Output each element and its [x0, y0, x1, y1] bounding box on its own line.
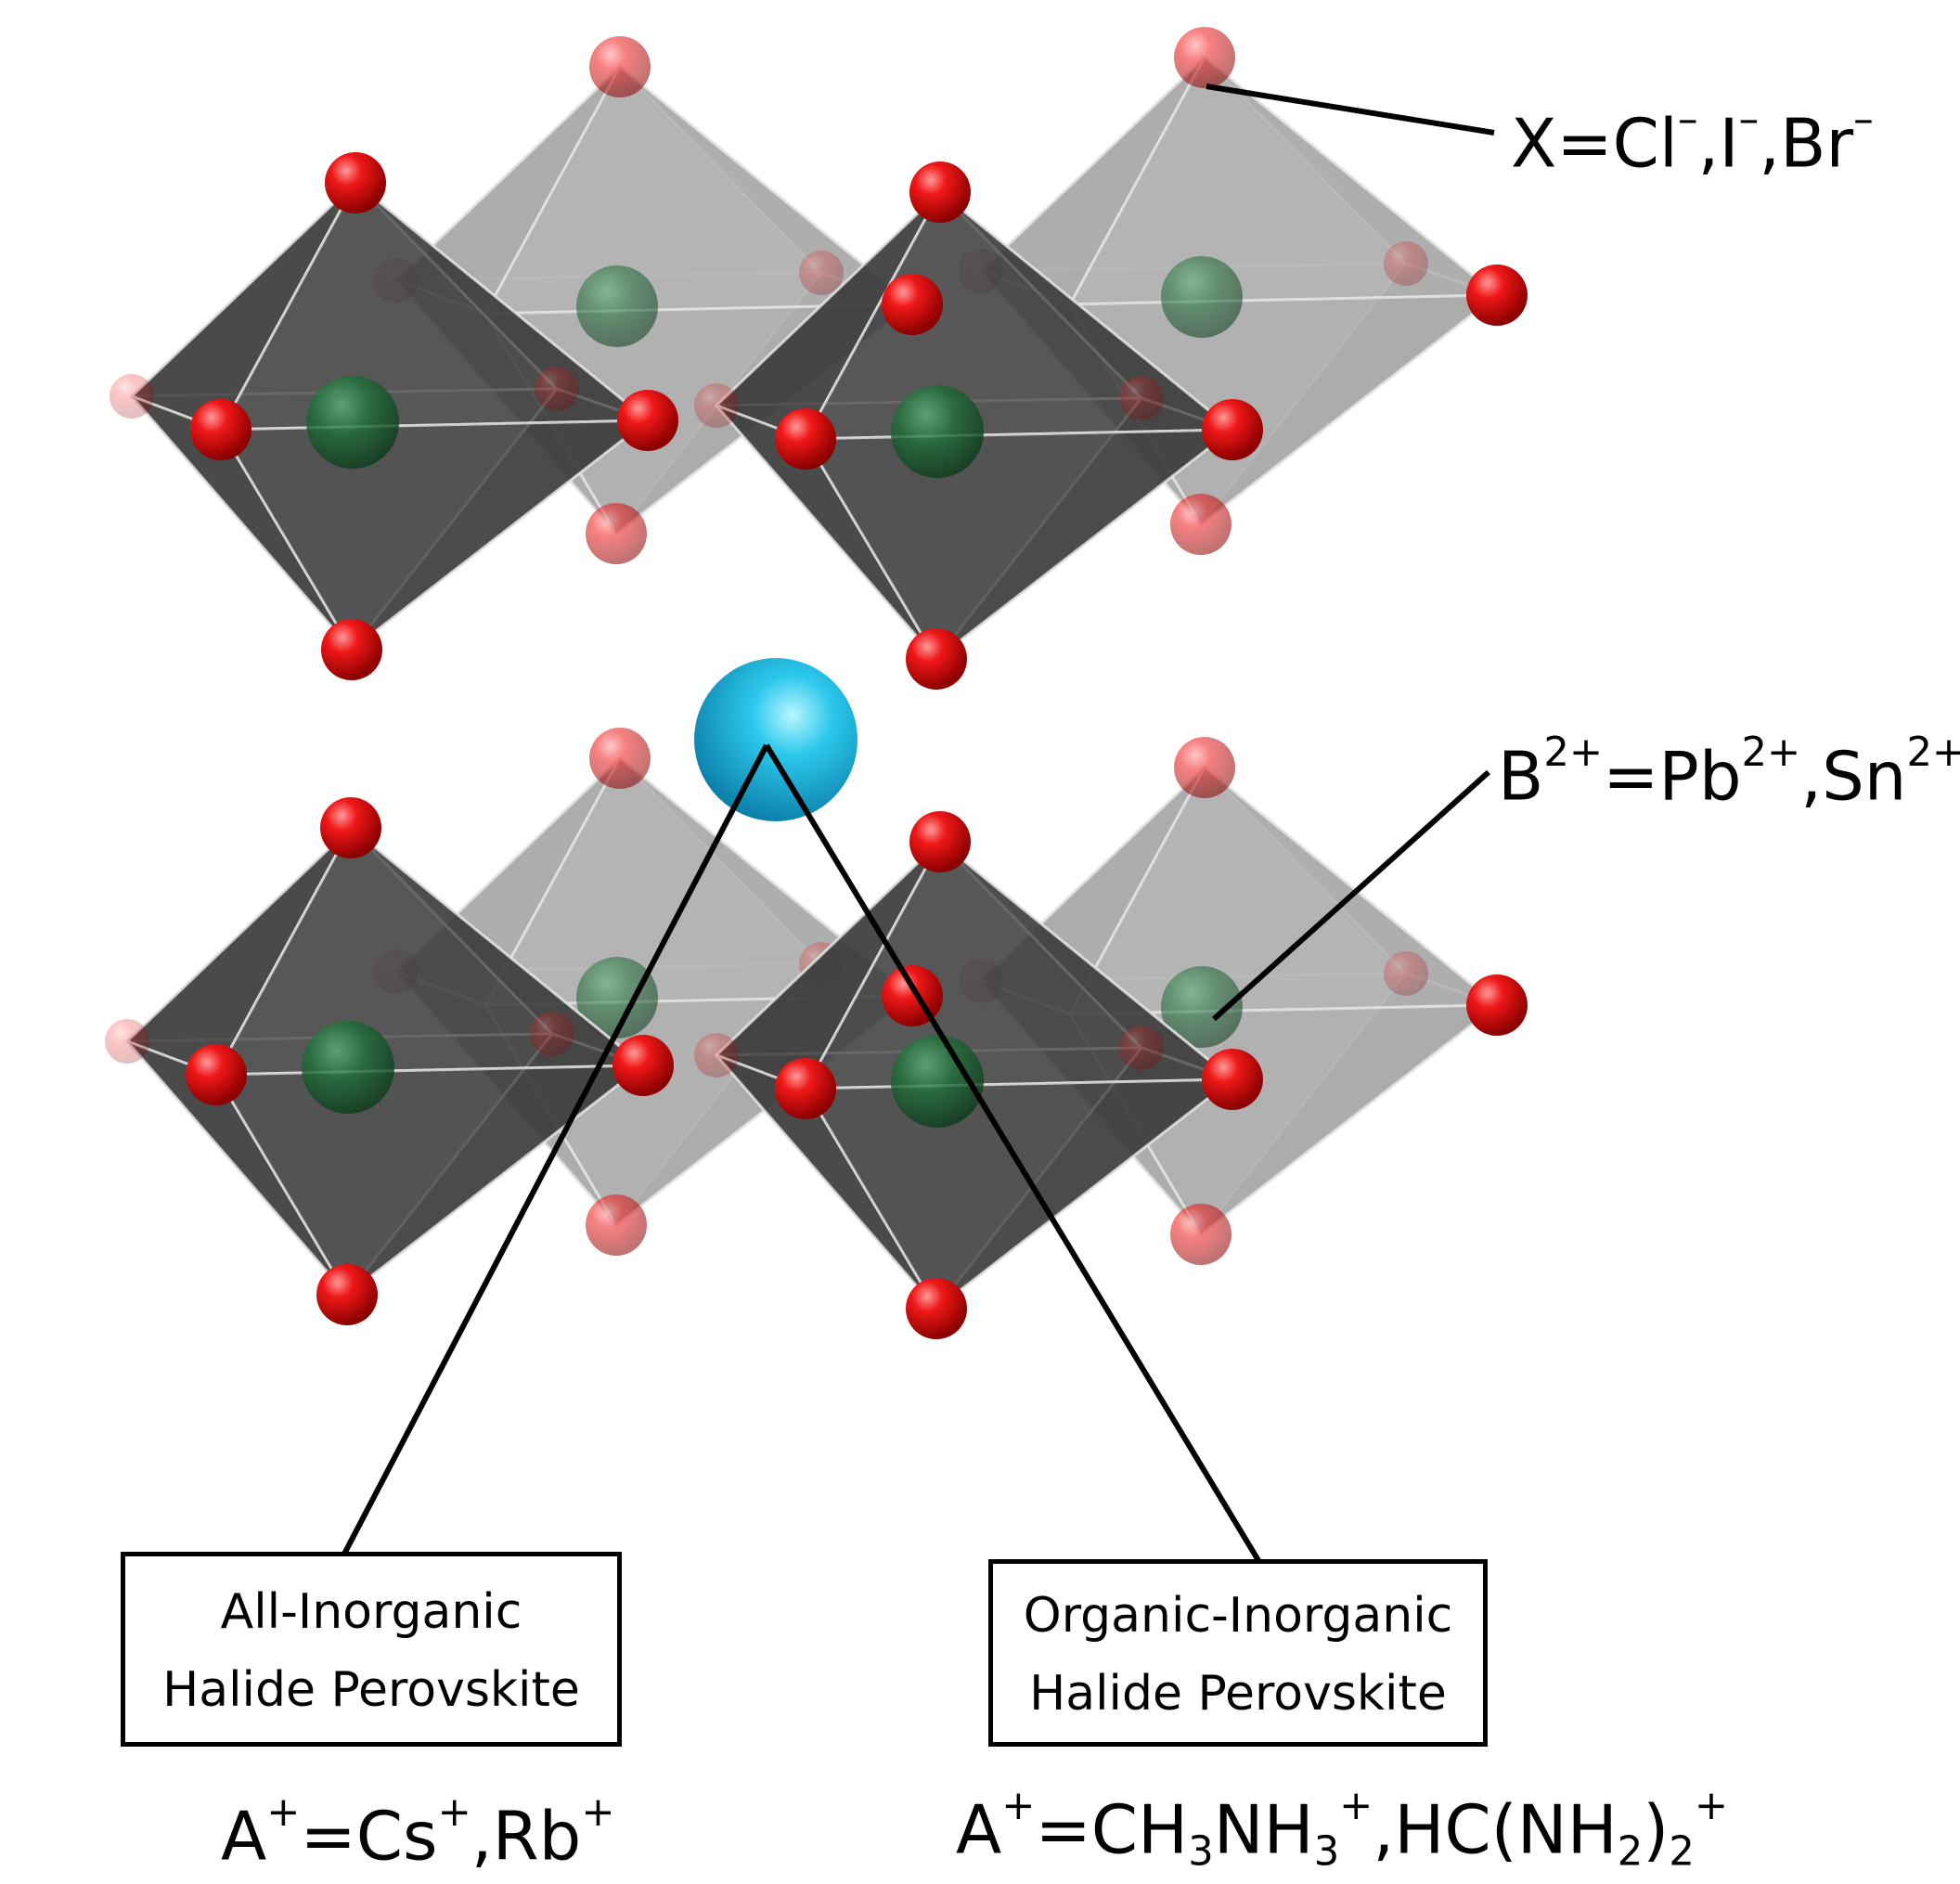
x-site-atom [909, 161, 971, 223]
x-site-atom [1170, 494, 1231, 555]
x-site-atom [617, 390, 678, 451]
x-site-atom [612, 1035, 674, 1096]
b-site-atom [891, 385, 984, 478]
x-site-atom [775, 408, 836, 470]
x-site-atom [1384, 241, 1428, 286]
b-site-atom [1161, 966, 1243, 1048]
a-site-atom [694, 658, 858, 821]
front-octahedron-0-face [219, 419, 650, 652]
b-site-label: B2+=Pb2+,Sn2+ [1498, 729, 1960, 816]
x-site-atom [1466, 265, 1528, 326]
x-site-atom [906, 1278, 967, 1339]
x-site-atom [530, 1012, 574, 1056]
front-octahedron-3-face [804, 1077, 1234, 1310]
x-site-atom [694, 383, 739, 428]
b-site-atom [1161, 256, 1243, 338]
x-site-atom [325, 152, 386, 213]
all-inorganic-box: All-Inorganic Halide Perovskite [121, 1552, 622, 1747]
x-site-atom [190, 399, 251, 460]
organic-inorganic-line2: Halide Perovskite [1029, 1666, 1447, 1722]
b-site-atom [891, 1035, 984, 1128]
x-leader-line [1206, 84, 1495, 135]
x-site-atom [1202, 1049, 1263, 1110]
organic-inorganic-box: Organic-Inorganic Halide Perovskite [988, 1559, 1488, 1747]
a-organic-label: A+=CH3NH3+,HC(NH2)2+ [956, 1783, 1728, 1876]
x-site-atom [1119, 1026, 1164, 1070]
x-site-atom [909, 811, 971, 872]
front-octahedron-2-face [214, 1064, 645, 1297]
x-site-atom [586, 503, 647, 564]
b-site-atom [306, 376, 399, 469]
x-site-atom [1119, 376, 1164, 420]
b-leader-line [1211, 769, 1491, 1022]
x-site-atom [316, 1264, 378, 1325]
x-site-atom [1174, 737, 1235, 798]
x-site-atom [320, 797, 381, 858]
all-inorganic-line2: Halide Perovskite [162, 1662, 580, 1718]
x-site-atom [321, 619, 382, 680]
x-site-atom [105, 1019, 149, 1064]
leader-lines [339, 84, 1495, 1568]
atoms-layer [186, 27, 1528, 1339]
x-site-atom [882, 274, 943, 335]
x-site-atom [586, 1194, 647, 1256]
x-site-atom [110, 374, 154, 419]
b-site-atom [576, 265, 658, 347]
x-site-atom [906, 628, 967, 690]
all-inorganic-line1: All-Inorganic [220, 1584, 522, 1640]
x-site-atom [589, 728, 651, 789]
x-site-atom [799, 251, 844, 295]
x-site-atom [775, 1058, 836, 1119]
x-site-atom [186, 1044, 247, 1105]
b-site-atom [302, 1021, 394, 1114]
x-site-atom [1466, 974, 1528, 1036]
b-site-atom [576, 957, 658, 1039]
x-site-atom [535, 367, 579, 411]
x-site-atom [589, 36, 651, 97]
x-site-atom [1202, 399, 1263, 460]
x-site-atom [1170, 1204, 1231, 1265]
organic-inorganic-line1: Organic-Inorganic [1023, 1588, 1453, 1644]
x-site-atom [1384, 951, 1428, 996]
a-inorganic-label: A+=Cs+,Rb+ [221, 1789, 615, 1876]
x-site-atom [1174, 27, 1235, 88]
x-site-label: X=Cl–,I–,Br– [1511, 97, 1874, 183]
x-site-atom [694, 1033, 739, 1077]
front-octahedron-1-face [804, 428, 1234, 661]
a-organic-leader-line [764, 743, 1265, 1568]
a-inorganic-leader-line [339, 743, 769, 1561]
